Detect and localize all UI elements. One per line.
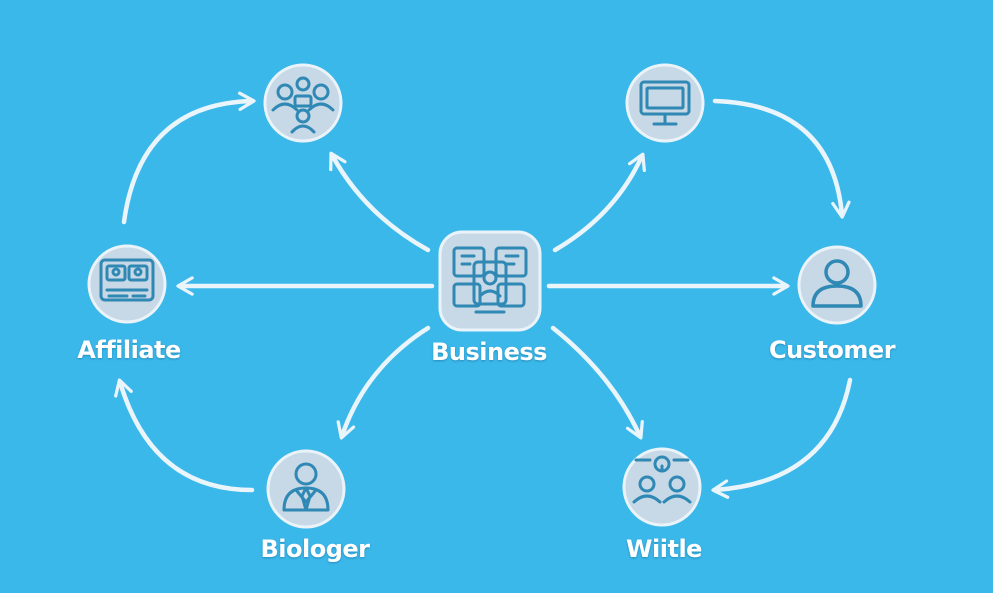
edge-business-monitor: [552, 152, 646, 253]
node-wiitle: [622, 447, 702, 527]
label-biologer: Biologer: [260, 535, 370, 563]
node-customer: [797, 245, 877, 325]
label-wiitle: Wiitle: [626, 535, 702, 563]
biologer-icon: [282, 462, 330, 512]
affiliate-icon: [99, 258, 155, 302]
edge-monitor-customer: [712, 98, 851, 219]
monitor-icon: [639, 80, 691, 126]
edge-affiliate-team: [121, 91, 256, 225]
node-biologer: [266, 449, 346, 529]
wiitle-icon: [632, 455, 692, 504]
node-monitor: [625, 63, 705, 143]
edge-customer-wiitle: [711, 377, 853, 499]
label-business: Business: [431, 338, 547, 366]
label-customer: Customer: [768, 336, 896, 364]
node-team: [263, 63, 343, 143]
edge-business-biologer: [336, 325, 431, 440]
node-affiliate: [87, 244, 167, 324]
label-affiliate: Affiliate: [77, 336, 181, 364]
customer-icon: [811, 259, 863, 308]
edge-business-wiitle: [550, 325, 644, 440]
edge-biologer-affiliate: [114, 378, 255, 493]
node-business: [438, 230, 542, 332]
business-icon: [452, 246, 528, 314]
team-icon: [271, 76, 335, 134]
edge-business-team: [329, 151, 431, 253]
